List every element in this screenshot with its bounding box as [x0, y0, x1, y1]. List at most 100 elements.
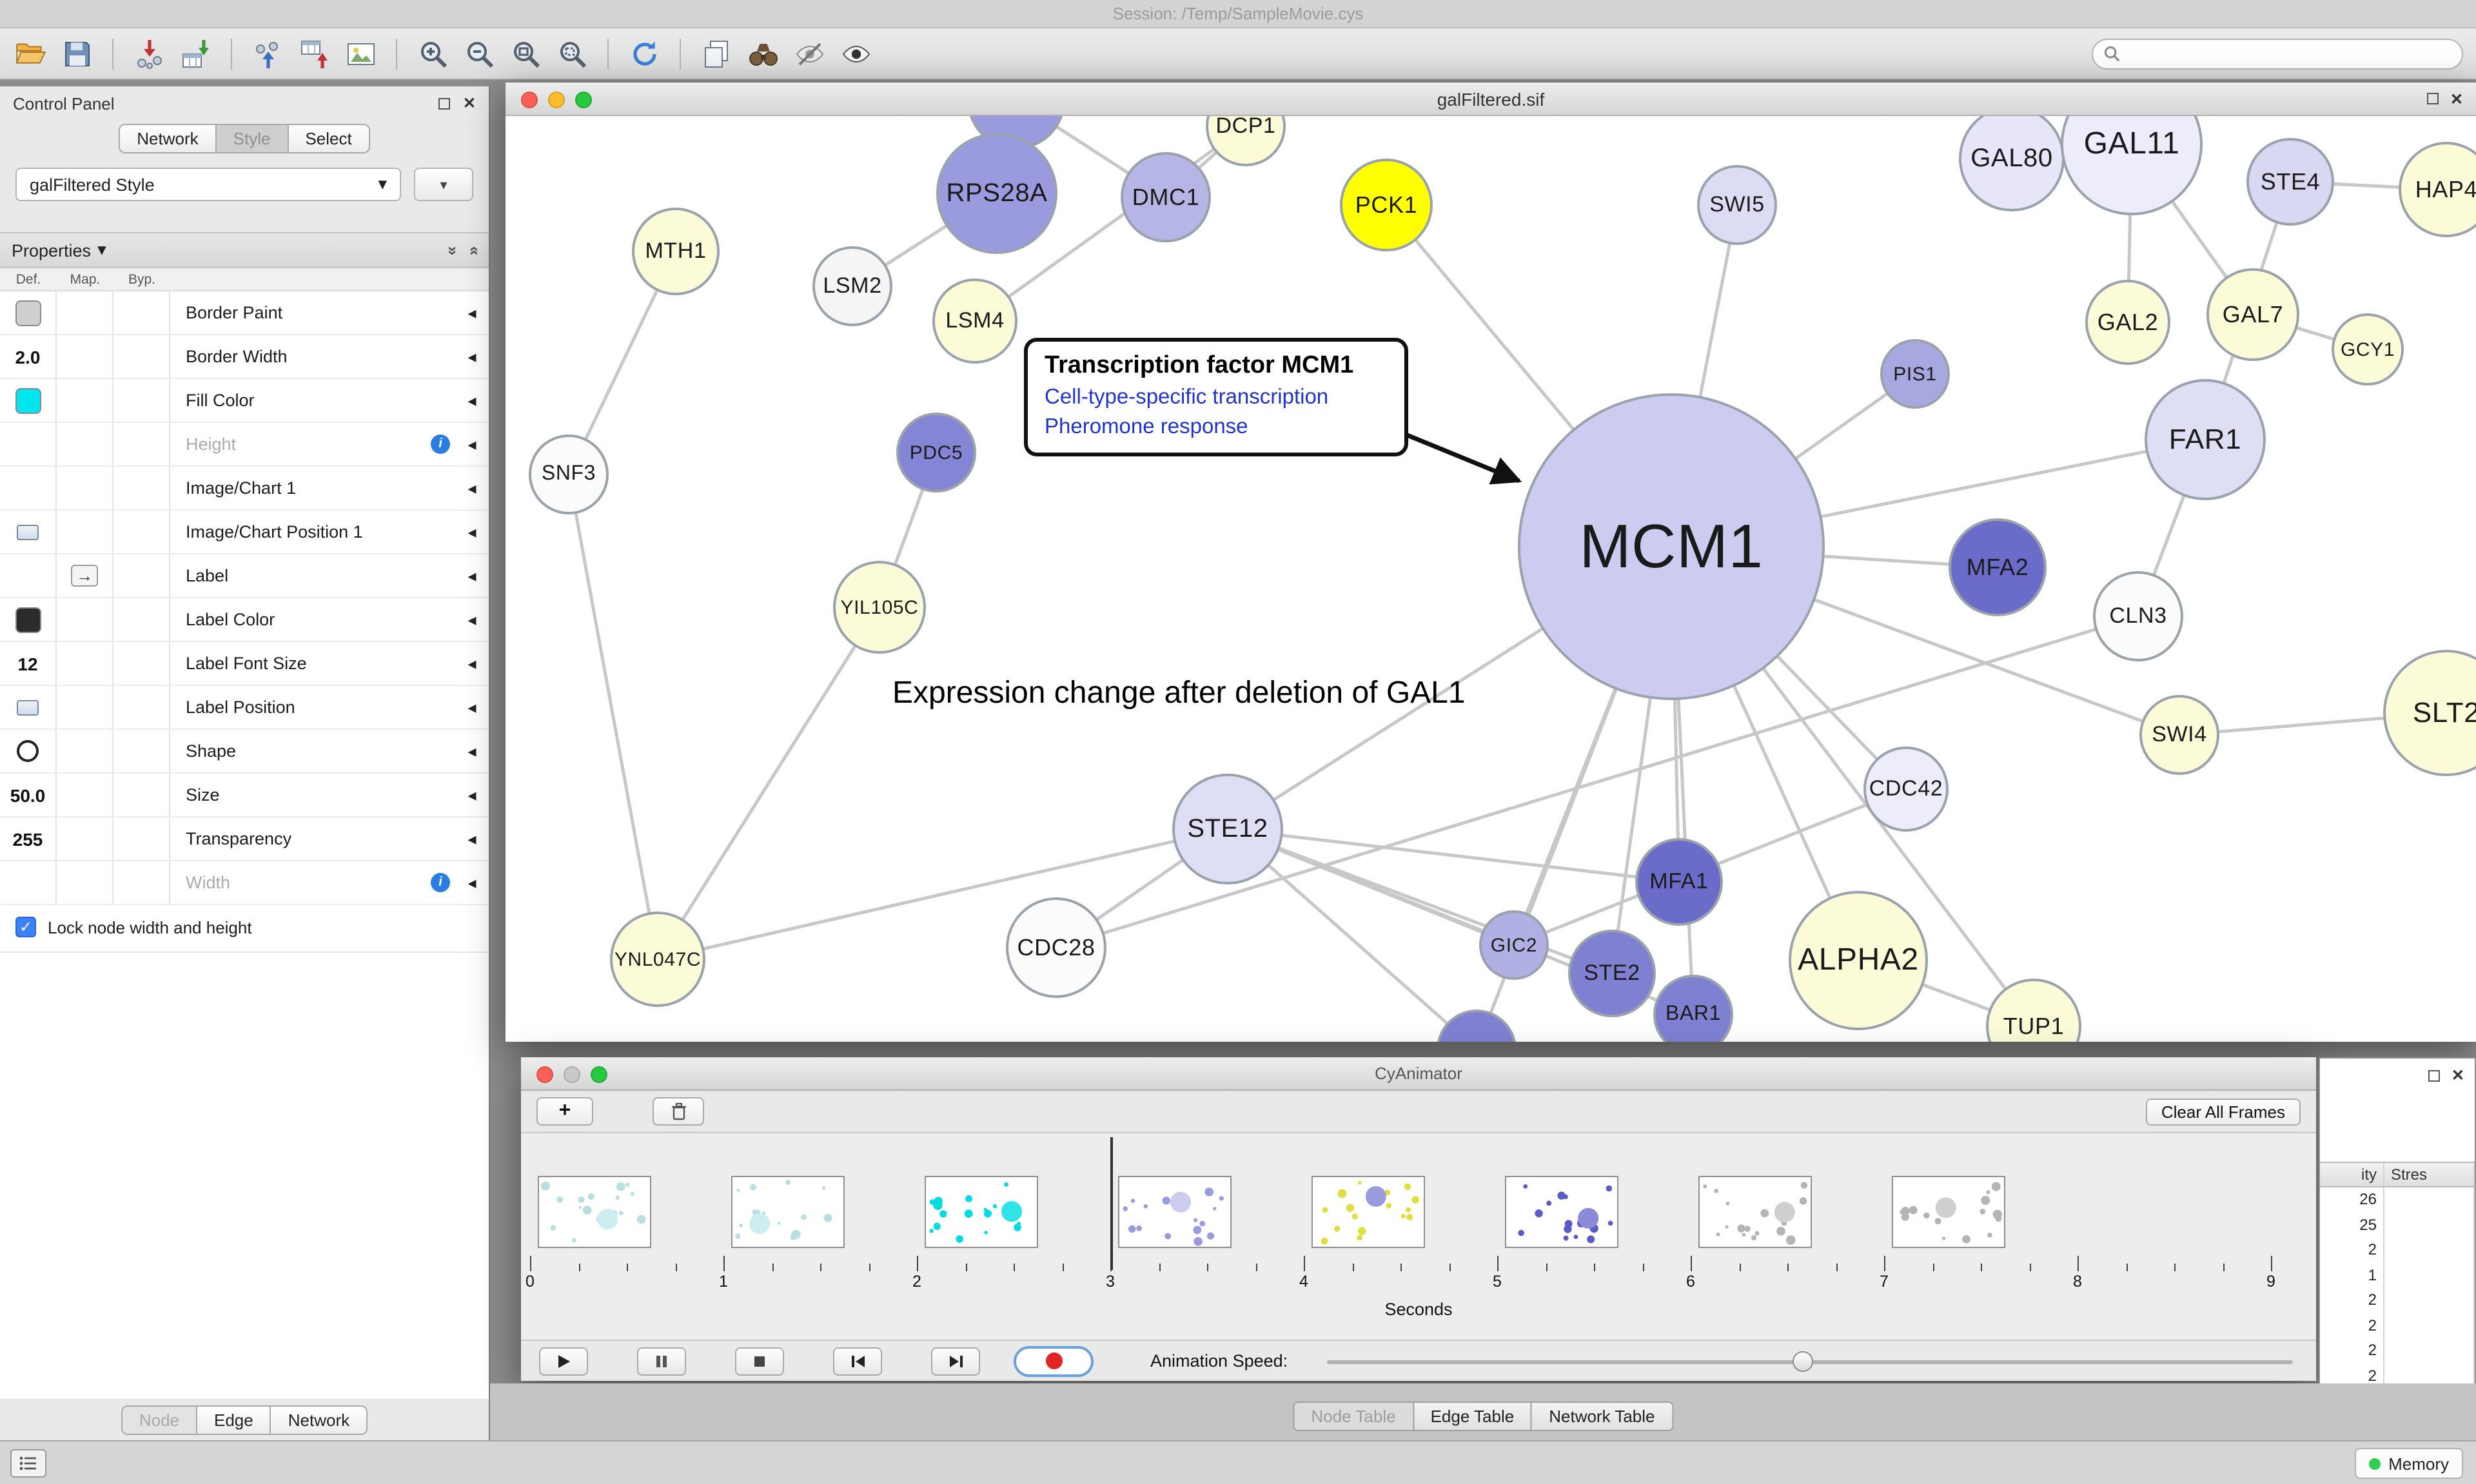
annotation-box[interactable]: Transcription factor MCM1 Cell-type-spec…	[1024, 338, 1408, 456]
hide-selected-eye-icon[interactable]	[792, 36, 827, 71]
mapping-cell[interactable]: →	[57, 554, 113, 597]
network-node-snf3[interactable]: SNF3	[529, 434, 609, 514]
frame-thumbnail-6[interactable]	[1505, 1176, 1618, 1248]
style-options-button[interactable]: ▾	[414, 168, 473, 201]
mapping-cell[interactable]	[57, 817, 113, 860]
bypass-cell[interactable]	[113, 335, 170, 378]
network-node-pck1[interactable]: PCK1	[1340, 159, 1433, 251]
zoom-traffic-light[interactable]	[575, 92, 592, 108]
close-traffic-light[interactable]	[521, 92, 538, 108]
default-value-cell[interactable]	[0, 467, 57, 509]
close-traffic-light[interactable]	[536, 1066, 553, 1083]
tab-network[interactable]: Network	[271, 1405, 368, 1434]
network-node-mth1[interactable]: MTH1	[632, 208, 720, 295]
expand-arrow-icon[interactable]: ◂	[467, 785, 477, 804]
network-node-mcm1[interactable]: MCM1	[1518, 393, 1825, 700]
close-icon[interactable]: ✕	[2451, 1066, 2464, 1084]
table-row[interactable]: 26	[2320, 1187, 2475, 1212]
slider-thumb[interactable]	[1792, 1351, 1813, 1371]
expand-arrow-icon[interactable]: ◂	[467, 565, 477, 585]
bypass-cell[interactable]	[113, 774, 170, 816]
bypass-cell[interactable]	[113, 730, 170, 772]
delete-frame-button[interactable]	[653, 1097, 704, 1126]
network-node-pdc5[interactable]: PDC5	[896, 413, 976, 493]
zoom-in-icon[interactable]	[415, 36, 450, 71]
default-value-cell[interactable]	[0, 730, 57, 772]
expand-arrow-icon[interactable]: ◂	[467, 522, 477, 541]
default-value-cell[interactable]	[0, 379, 57, 422]
properties-header[interactable]: Properties ▾ » »	[0, 232, 489, 268]
tab-style[interactable]: Style	[216, 124, 289, 153]
collapse-all-icon[interactable]: »	[462, 245, 482, 255]
bypass-cell[interactable]	[113, 423, 170, 465]
expand-arrow-icon[interactable]: ◂	[467, 434, 477, 453]
frame-thumbnail-4[interactable]	[1118, 1176, 1232, 1248]
find-icon[interactable]	[745, 36, 780, 71]
table-row[interactable]: 2	[2320, 1313, 2475, 1338]
network-node-ste2[interactable]: STE2	[1568, 930, 1656, 1017]
expand-arrow-icon[interactable]: ◂	[467, 872, 477, 892]
expand-arrow-icon[interactable]: ◂	[467, 828, 477, 848]
network-node-yil105c[interactable]: YIL105C	[833, 561, 926, 654]
default-value-cell[interactable]	[0, 291, 57, 334]
table-row[interactable]: 25	[2320, 1212, 2475, 1237]
default-value-cell[interactable]: 12	[0, 642, 57, 685]
network-node-rps28a[interactable]: RPS28A	[936, 133, 1057, 254]
mapping-cell[interactable]	[57, 774, 113, 816]
expand-arrow-icon[interactable]: ◂	[467, 478, 477, 497]
tab-edge-table[interactable]: Edge Table	[1413, 1401, 1533, 1431]
expand-arrow-icon[interactable]: ◂	[467, 346, 477, 366]
expand-arrow-icon[interactable]: ◂	[467, 302, 477, 322]
network-node-lsm4[interactable]: LSM4	[932, 278, 1017, 364]
bypass-cell[interactable]	[113, 467, 170, 509]
network-node-ste12[interactable]: STE12	[1172, 774, 1283, 884]
network-node-gic2[interactable]: GIC2	[1479, 910, 1549, 980]
bypass-cell[interactable]	[113, 379, 170, 422]
close-icon[interactable]: ✕	[2450, 90, 2463, 108]
timeline-playhead[interactable]	[1110, 1137, 1112, 1270]
expand-arrow-icon[interactable]: ◂	[467, 609, 477, 629]
import-network-icon[interactable]	[132, 36, 166, 71]
save-icon[interactable]	[59, 36, 94, 71]
expand-arrow-icon[interactable]: ◂	[467, 741, 477, 760]
network-node-gal2[interactable]: GAL2	[2085, 280, 2170, 365]
tab-select[interactable]: Select	[288, 124, 370, 153]
float-window-icon[interactable]	[438, 97, 450, 109]
bypass-cell[interactable]	[113, 686, 170, 728]
property-row-border-paint[interactable]: Border Paint◂	[0, 291, 489, 335]
network-node-swi5[interactable]: SWI5	[1697, 165, 1777, 245]
play-button[interactable]	[539, 1347, 588, 1375]
tab-network[interactable]: Network	[119, 124, 217, 153]
frame-thumbnail-5[interactable]	[1312, 1176, 1425, 1248]
search-input[interactable]	[2128, 44, 2451, 63]
network-node-gal80[interactable]: GAL80	[1959, 116, 2065, 211]
task-history-button[interactable]	[10, 1449, 46, 1478]
tab-node[interactable]: Node	[121, 1405, 197, 1434]
network-canvas[interactable]: RPS28BRPS28ADMC1DCP1PCK1SWI5GAL80GAL11ST…	[506, 116, 2476, 1042]
stop-button[interactable]	[735, 1347, 784, 1375]
mapping-cell[interactable]	[57, 598, 113, 641]
table-row[interactable]: 2	[2320, 1237, 2475, 1262]
bypass-cell[interactable]	[113, 642, 170, 685]
tab-edge[interactable]: Edge	[197, 1405, 271, 1434]
minimize-traffic-light[interactable]	[548, 92, 565, 108]
tab-network-table[interactable]: Network Table	[1532, 1401, 1673, 1431]
network-node-dmc1[interactable]: DMC1	[1121, 152, 1211, 242]
network-node-hap4[interactable]: HAP4	[2399, 142, 2476, 237]
annotation-link[interactable]: Pheromone response	[1045, 415, 1248, 438]
zoom-traffic-light[interactable]	[591, 1066, 607, 1083]
default-value-cell[interactable]: 50.0	[0, 774, 57, 816]
table-row[interactable]: 2	[2320, 1338, 2475, 1363]
pause-button[interactable]	[637, 1347, 686, 1375]
annotation-link[interactable]: Cell-type-specific transcription	[1045, 386, 1329, 409]
network-node-slt2[interactable]: SLT2	[2383, 650, 2476, 776]
style-dropdown[interactable]: galFiltered Style ▾	[15, 168, 401, 201]
property-row-image-chart-position-1[interactable]: Image/Chart Position 1◂	[0, 511, 489, 554]
expand-arrow-icon[interactable]: ◂	[467, 697, 477, 716]
default-value-cell[interactable]: 255	[0, 817, 57, 860]
property-row-label[interactable]: →Label◂	[0, 554, 489, 598]
property-row-image-chart-1[interactable]: Image/Chart 1◂	[0, 467, 489, 511]
mapping-cell[interactable]	[57, 730, 113, 772]
